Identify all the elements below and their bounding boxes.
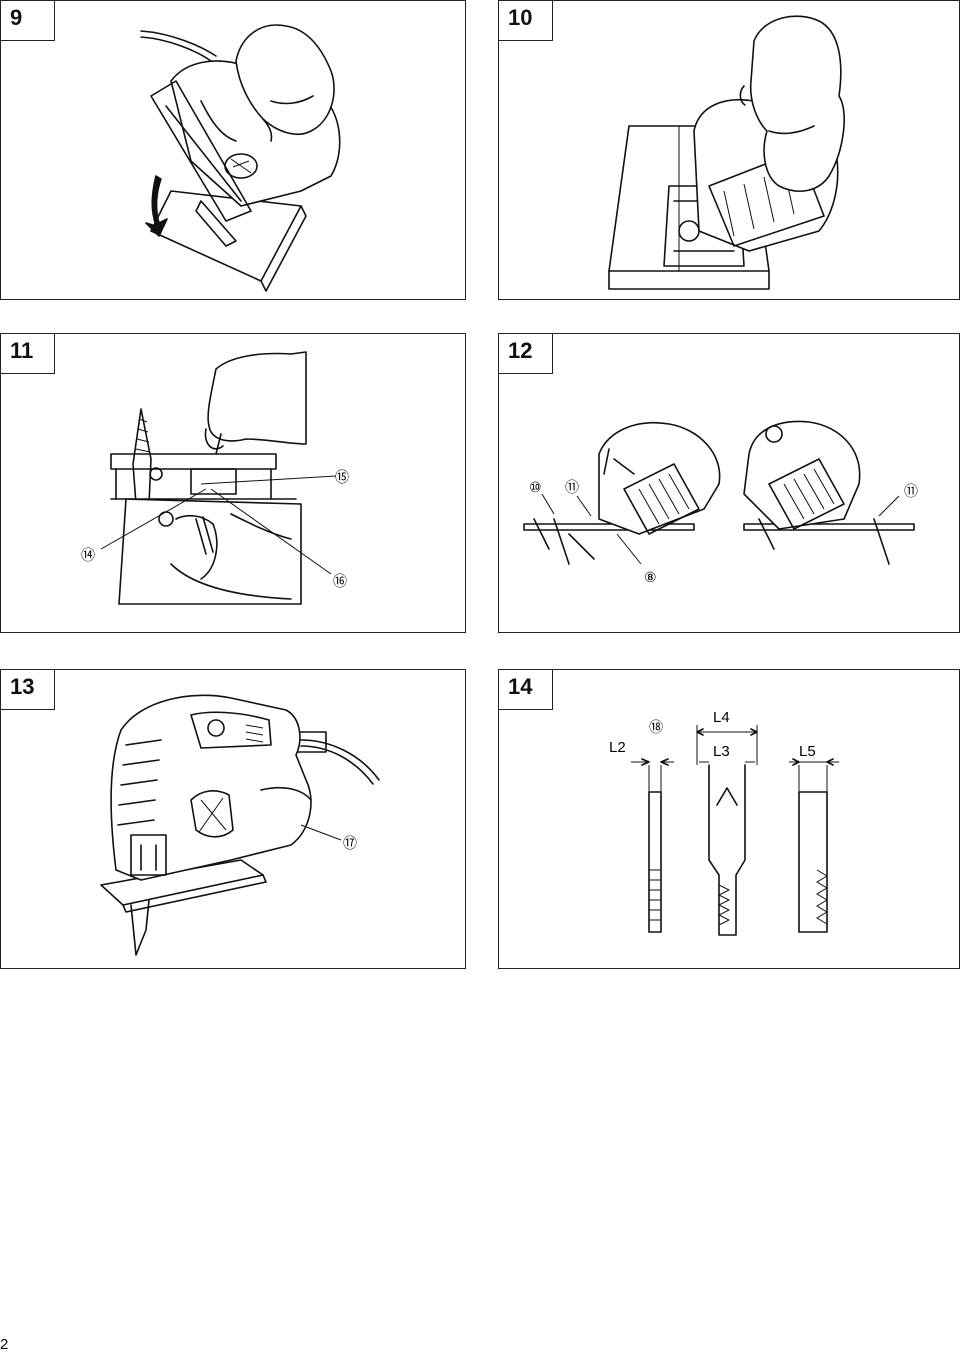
- callout-14: ⑭: [81, 547, 95, 563]
- figure-11-illustration: ⑮ ⑭ ⑯: [81, 351, 349, 605]
- callout-17: ⑰: [343, 835, 357, 851]
- figure-13-label-box: 13: [1, 670, 55, 710]
- figure-12-number: 12: [508, 338, 533, 363]
- callout-16: ⑯: [333, 573, 347, 589]
- figure-14-illustration: L2 ⑱ L4 L3 L5: [609, 709, 839, 936]
- callout-18: ⑱: [649, 719, 663, 735]
- figure-11-number: 11: [10, 338, 34, 363]
- figure-13-number: 13: [10, 674, 35, 699]
- figure-14-panel: 14 L2 ⑱ L4 L3 L5: [498, 669, 960, 969]
- figure-11-panel: 11 ⑮ ⑭ ⑯: [0, 333, 466, 633]
- figure-9-number: 9: [10, 5, 23, 30]
- callout-15: ⑮: [335, 469, 349, 485]
- callout-11-left: ⑪: [565, 479, 579, 495]
- dimension-L5: L5: [799, 743, 816, 760]
- figure-13-illustration: ⑰: [100, 694, 380, 956]
- figure-14-label-box: 14: [499, 670, 553, 710]
- figure-9-panel: 9: [0, 0, 466, 300]
- figure-10-illustration: [608, 15, 845, 290]
- figure-14-number: 14: [508, 674, 533, 699]
- figure-10-number: 10: [508, 5, 533, 30]
- callout-8: ⑧: [644, 569, 657, 585]
- figure-10-panel: 10: [498, 0, 960, 300]
- callout-11-right: ⑪: [904, 483, 918, 499]
- callout-10: ⑩: [529, 479, 542, 495]
- dimension-L2: L2: [609, 739, 626, 756]
- figure-9-label-box: 9: [1, 1, 55, 41]
- page-number: 2: [0, 1336, 9, 1353]
- figure-12-label-box: 12: [499, 334, 553, 374]
- figure-9-illustration: [140, 24, 341, 292]
- figure-13-panel: 13 ⑰: [0, 669, 466, 969]
- figure-10-label-box: 10: [499, 1, 553, 41]
- figure-12-panel: 12 ⑩ ⑪ ⑪ ⑧: [498, 333, 960, 633]
- figure-12-illustration: ⑩ ⑪ ⑪ ⑧: [523, 420, 918, 585]
- dimension-L4: L4: [713, 709, 730, 726]
- dimension-L3: L3: [713, 743, 730, 760]
- figure-11-label-box: 11: [1, 334, 55, 374]
